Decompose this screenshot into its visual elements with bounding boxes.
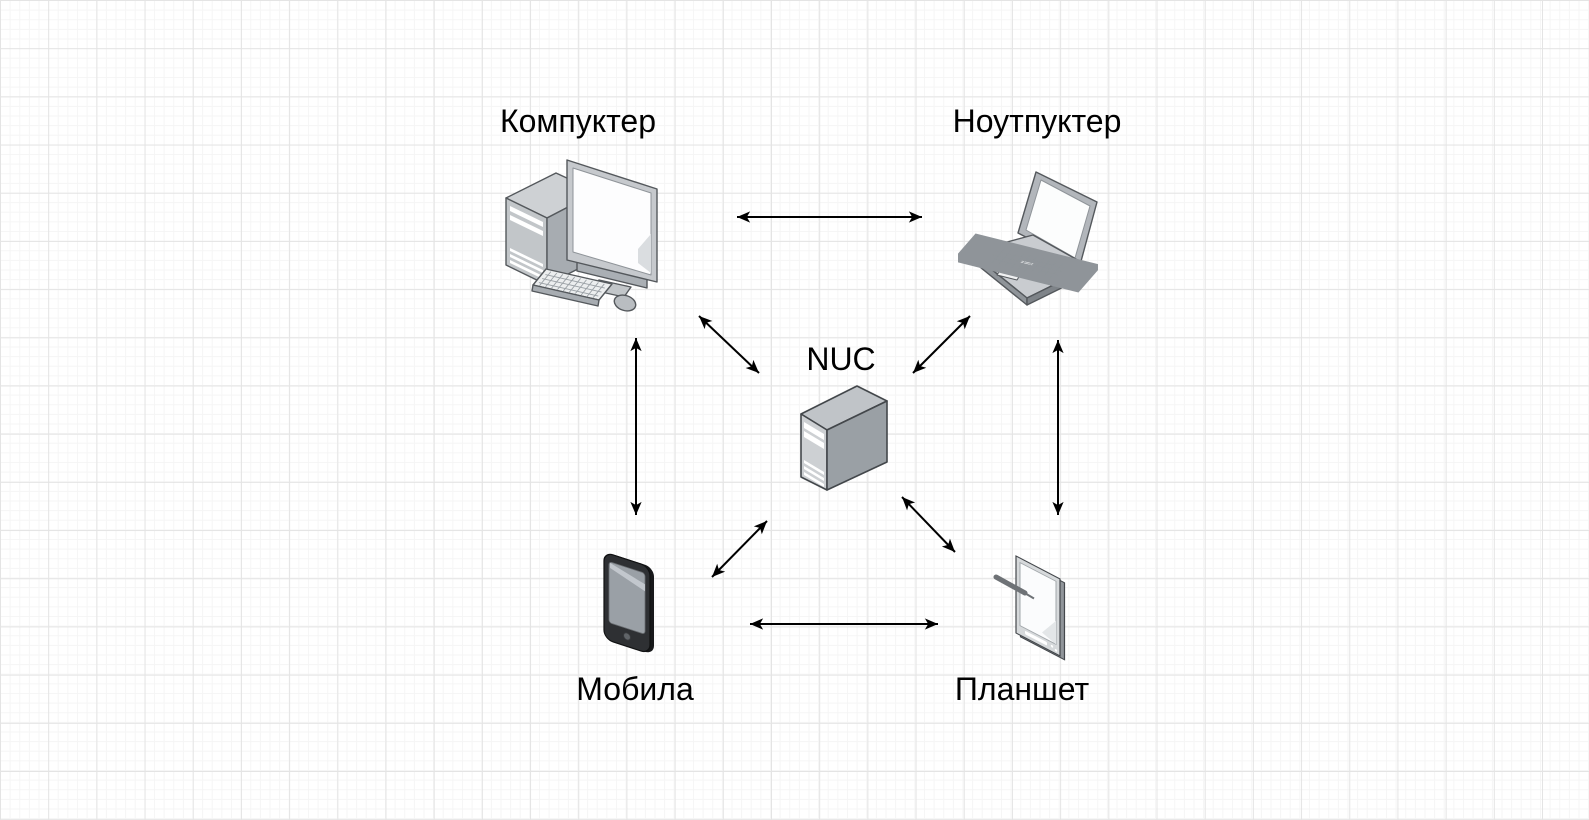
node-label-computer: Компуктер (499, 103, 657, 139)
tablet-dot-2 (1054, 648, 1058, 652)
phone-screen-glare (610, 562, 645, 592)
mouse (613, 294, 637, 312)
desktop-computer-icon[interactable] (498, 156, 664, 314)
phone-screen (608, 561, 646, 634)
edge-nuc-laptop[interactable] (912, 315, 971, 374)
node-label-laptop: Ноутпуктер (952, 103, 1122, 139)
node-label-nuc: NUC (806, 341, 876, 377)
phone-home-button (623, 632, 631, 641)
stylus-icon (993, 574, 1035, 600)
laptop-keyboard-keys (958, 233, 1098, 293)
node-label-mobile: Мобила (576, 671, 694, 707)
tablet-screen-curl (1042, 620, 1056, 645)
tablet-stylus-icon[interactable] (985, 545, 1085, 667)
edge-nuc-tablet[interactable] (901, 496, 956, 553)
edge-mobile-nuc[interactable] (711, 520, 768, 578)
tablet-dot-1 (1050, 644, 1054, 648)
server-drive-bays (804, 422, 824, 487)
laptop-icon[interactable] (958, 164, 1098, 306)
smartphone-icon[interactable] (601, 548, 663, 658)
tower-vents (510, 206, 543, 279)
screen-glare (638, 234, 651, 273)
keyboard-keys (537, 271, 608, 298)
tablet-button-bar (1025, 631, 1047, 646)
keyboard-edge (531, 284, 600, 307)
server-side (826, 400, 888, 491)
tablet-screen (1019, 561, 1057, 646)
edge-computer-nuc[interactable] (698, 315, 760, 374)
server-tower-icon[interactable] (799, 382, 889, 492)
node-label-tablet: Планшет (954, 671, 1090, 707)
monitor-screen (572, 167, 652, 276)
